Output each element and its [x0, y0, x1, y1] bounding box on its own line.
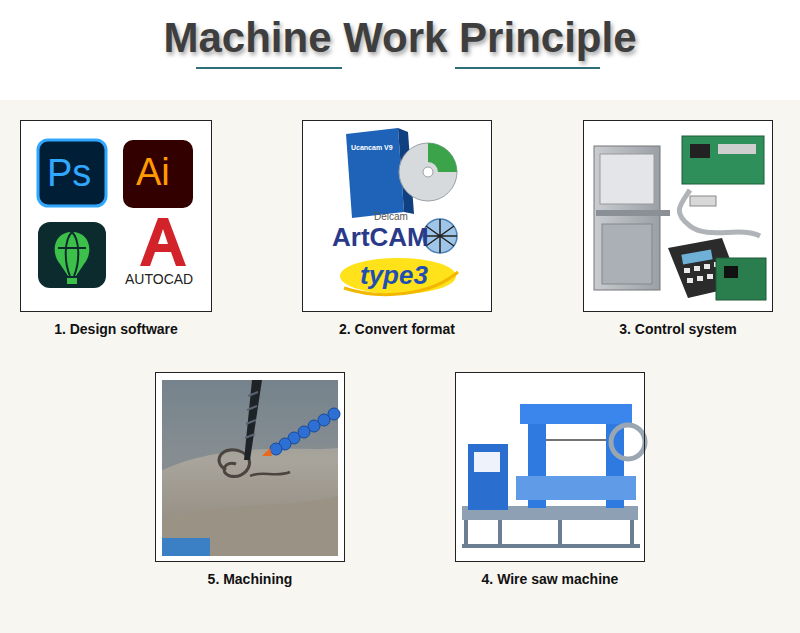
cabinet-panel — [474, 452, 500, 472]
pendant-screen — [681, 249, 712, 264]
machining-photo — [162, 380, 340, 556]
coolant-hose — [270, 443, 282, 455]
step-caption: 2. Convert format — [302, 321, 492, 337]
data-cable — [679, 190, 760, 236]
stone-surface — [162, 380, 338, 556]
step-caption: 1. Design software — [20, 321, 212, 337]
panel-ground — [0, 100, 800, 633]
product-text: Ucancam V9 — [351, 144, 393, 151]
step-box — [155, 372, 345, 562]
step-caption: 4. Wire saw machine — [455, 571, 645, 587]
box-ground — [302, 120, 492, 312]
cam-software — [340, 128, 458, 295]
carved-line — [250, 472, 290, 476]
cd-disc — [399, 143, 457, 201]
ai-logo — [123, 140, 193, 208]
step-node: 1. Design software — [20, 120, 212, 337]
pendant-keys — [707, 274, 713, 279]
logo-text: Delcam — [374, 212, 408, 222]
stone-edge — [162, 496, 338, 556]
gantry-beam — [520, 404, 632, 424]
control-cabinet — [594, 146, 660, 290]
pendant-keys — [694, 266, 700, 271]
logo-text: type3 — [360, 262, 428, 288]
motion-card — [682, 136, 764, 184]
step-caption: 5. Machining — [155, 571, 345, 587]
control-hardware — [594, 136, 766, 300]
wire-wheel — [611, 425, 645, 459]
stone-shadow — [162, 380, 338, 470]
software-box — [346, 128, 404, 218]
step-node: 5. Machining — [155, 372, 345, 587]
cabinet-shelf — [596, 210, 670, 216]
pendant-keys — [687, 278, 693, 283]
cabinet-door — [602, 224, 652, 284]
bit-flutes — [245, 392, 258, 438]
pendant-keys — [697, 276, 703, 281]
logo-text: ArtCAM — [332, 224, 429, 250]
autocad-logo — [140, 218, 186, 266]
corel-basket — [67, 278, 77, 284]
step-node: 3. Control system — [583, 120, 773, 337]
coolant-hose — [270, 408, 340, 455]
saw-wire — [546, 439, 606, 441]
corel-balloon-lines — [58, 232, 86, 276]
base-frame — [462, 520, 640, 546]
router-bit — [244, 380, 262, 460]
corel-logo — [38, 222, 106, 288]
card-connector — [718, 144, 756, 154]
cd-hole — [423, 167, 433, 177]
box-ground — [20, 120, 212, 312]
hose-nozzle — [262, 448, 272, 456]
pendant-keys — [684, 268, 690, 273]
corel-balloon — [55, 232, 90, 276]
ps-logo — [38, 140, 106, 206]
logo-text: Ps — [47, 154, 91, 192]
driver-board — [716, 258, 766, 300]
pendant-keys — [704, 264, 710, 269]
logo-text: AUTOCAD — [125, 272, 193, 286]
board-chip — [724, 266, 738, 278]
step-node: 4. Wire saw machine — [455, 372, 645, 587]
box-ground — [155, 372, 345, 562]
machine-cabinet — [468, 444, 508, 510]
title-underline — [196, 67, 342, 69]
software-logos — [38, 140, 193, 288]
step-box — [583, 120, 773, 312]
type3-swoosh — [340, 258, 456, 294]
machine-table — [162, 538, 210, 556]
step-caption: 3. Control system — [583, 321, 773, 337]
saw-carriage — [516, 476, 636, 500]
cd-label — [428, 143, 457, 172]
cabinet-screen — [600, 154, 654, 204]
diagram-title: Machine Work Principle — [0, 14, 800, 62]
box-ground — [455, 372, 645, 562]
box-ground — [583, 120, 773, 312]
card-chip — [690, 144, 710, 158]
cable-plug — [690, 196, 716, 206]
logo-text: Ai — [136, 153, 170, 191]
step-box — [455, 372, 645, 562]
wire-saw-machine — [462, 404, 645, 546]
title-underline — [455, 67, 600, 69]
